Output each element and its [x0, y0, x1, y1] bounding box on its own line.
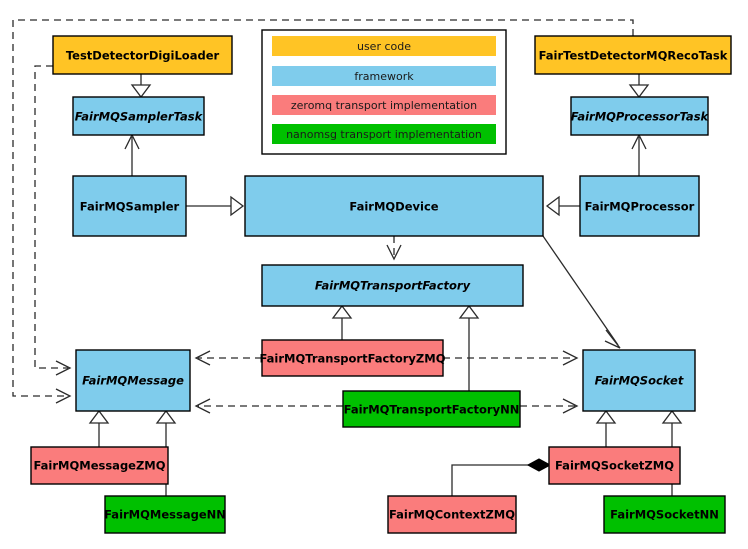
- class-node-fairmqtransportfactorynn[interactable]: FairMQTransportFactoryNN: [342, 390, 521, 428]
- class-node-fairmqsampler[interactable]: FairMQSampler: [72, 175, 187, 237]
- node-box-fairmqsocket[interactable]: [582, 349, 696, 412]
- legend-swatch-user-code: [272, 36, 496, 56]
- edge-contextzmq-to-socketzmq: [451, 464, 530, 496]
- node-box-fairmqsocketnn[interactable]: [603, 495, 726, 534]
- class-node-fairmqsamplertask[interactable]: FairMQSamplerTask: [72, 96, 205, 136]
- node-box-fairmqdevice[interactable]: [244, 175, 544, 237]
- arrowhead-tfnn-to-message: [194, 398, 211, 414]
- arrowhead-digiloader-to-samplertask: [130, 84, 152, 99]
- arrowhead-sampler-to-device: [230, 195, 245, 217]
- legend-item-user-code: user code: [272, 36, 496, 56]
- edge-digiloader-to-message: [34, 65, 68, 369]
- class-node-fairtestdetectormqrecotask[interactable]: FairTestDetectorMQRecoTask: [534, 35, 732, 75]
- legend-item-framework: framework: [272, 66, 496, 86]
- class-node-fairmqprocessor[interactable]: FairMQProcessor: [579, 175, 700, 237]
- arrowhead-tfzmq-to-socket: [562, 350, 579, 366]
- class-node-fairmqmessagenn[interactable]: FairMQMessageNN: [104, 495, 226, 534]
- class-node-fairmqtransportfactoryzmq[interactable]: FairMQTransportFactoryZMQ: [259, 339, 446, 377]
- arrowhead-device-to-transportfactory: [386, 244, 402, 261]
- node-box-fairmqtransportfactory[interactable]: [261, 264, 524, 307]
- arrowhead-recotask-to-message: [55, 388, 72, 404]
- class-node-fairmqmessagezmq[interactable]: FairMQMessageZMQ: [30, 446, 169, 485]
- class-node-fairmqcontextzmq[interactable]: FairMQContextZMQ: [387, 495, 517, 534]
- arrowhead-processor-to-device: [545, 195, 560, 217]
- node-box-fairmqsamplertask[interactable]: [72, 96, 205, 136]
- arrowhead-tfzmq-to-transportfactory: [331, 304, 353, 319]
- arrowhead-digiloader-to-message: [55, 360, 72, 376]
- legend-swatch-framework: [272, 66, 496, 86]
- arrowhead-device-to-socket: [604, 329, 621, 349]
- class-node-fairmqsocketnn[interactable]: FairMQSocketNN: [603, 495, 726, 534]
- legend-item-nanomsg: nanomsg transport implementation: [272, 124, 496, 144]
- node-box-fairmqsocketzmq[interactable]: [548, 446, 681, 485]
- edge-device-to-socket: [542, 235, 619, 346]
- node-box-testdetectordigiloader[interactable]: [52, 35, 233, 75]
- legend-swatch-zeromq: [272, 95, 496, 115]
- node-box-fairmqsampler[interactable]: [72, 175, 187, 237]
- legend-item-zeromq: zeromq transport implementation: [272, 95, 496, 115]
- arrowhead-tfnn-to-socket: [562, 398, 579, 414]
- arrowhead-tfnn-to-transportfactory: [458, 304, 480, 319]
- legend-swatch-nanomsg: [272, 124, 496, 144]
- arrowhead-socketzmq-to-socket: [595, 409, 617, 424]
- node-box-fairmqtransportfactoryzmq[interactable]: [261, 339, 444, 377]
- class-node-fairmqdevice[interactable]: FairMQDevice: [244, 175, 544, 237]
- class-node-fairmqprocessortask[interactable]: FairMQProcessorTask: [570, 96, 710, 136]
- node-box-fairmqprocessor[interactable]: [579, 175, 700, 237]
- arrowhead-tfzmq-to-message: [194, 350, 211, 366]
- arrowhead-messagezmq-to-message: [88, 409, 110, 424]
- class-node-fairmqsocketzmq[interactable]: FairMQSocketZMQ: [548, 446, 681, 485]
- node-box-fairmqmessage[interactable]: [75, 349, 191, 412]
- arrowhead-socketnn-to-socket: [661, 409, 683, 424]
- arrowhead-messagenn-to-message: [155, 409, 177, 424]
- node-box-fairmqtransportfactorynn[interactable]: [342, 390, 521, 428]
- class-node-fairmqmessage[interactable]: FairMQMessage: [75, 349, 191, 412]
- arrowhead-recotask-to-processortask: [628, 84, 650, 99]
- node-box-fairtestdetectormqrecotask[interactable]: [534, 35, 732, 75]
- class-node-fairmqtransportfactory[interactable]: FairMQTransportFactory: [261, 264, 524, 307]
- node-box-fairmqmessagenn[interactable]: [104, 495, 226, 534]
- node-box-fairmqprocessortask[interactable]: [570, 96, 709, 136]
- edge-recotask-to-message: [12, 19, 634, 397]
- node-box-fairmqmessagezmq[interactable]: [30, 446, 169, 485]
- class-node-fairmqsocket[interactable]: FairMQSocket: [582, 349, 696, 412]
- class-node-testdetectordigiloader[interactable]: TestDetectorDigiLoader: [52, 35, 233, 75]
- node-box-fairmqcontextzmq[interactable]: [387, 495, 517, 534]
